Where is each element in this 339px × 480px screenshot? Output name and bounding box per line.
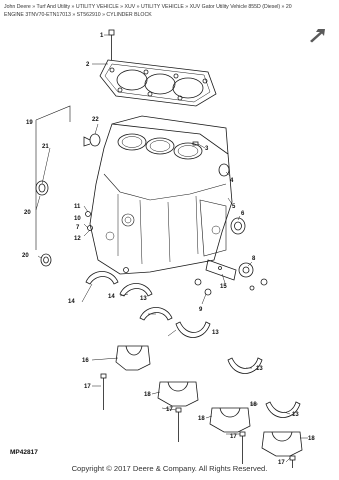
- breadcrumb-item[interactable]: UTILITY VEHICLE: [140, 4, 184, 10]
- main-bearing-lower: [175, 321, 301, 418]
- breadcrumb-separator: »: [118, 4, 125, 10]
- main-bearing-upper: [85, 271, 173, 321]
- next-arrow-icon[interactable]: [306, 26, 328, 44]
- bracket: [205, 259, 237, 281]
- breadcrumb-separator: »: [70, 11, 77, 18]
- seal-20: [40, 253, 52, 267]
- callout-13-b: 13: [212, 330, 219, 336]
- callout-15: 15: [220, 284, 227, 290]
- callout-17-a: 17: [84, 384, 91, 390]
- group-bracket-19: [35, 105, 71, 250]
- callout-10: 10: [74, 216, 81, 222]
- callout-17-d: 17: [278, 460, 285, 466]
- head-bolt: [108, 29, 115, 60]
- plug-22: [83, 133, 101, 147]
- front-seal: [230, 217, 246, 235]
- head-gasket: [99, 59, 217, 107]
- callout-19: 19: [26, 120, 33, 126]
- fittings: [85, 211, 268, 296]
- callout-9: 9: [199, 307, 203, 313]
- callout-17-c: 17: [230, 434, 237, 440]
- callout-18-b: 18: [198, 416, 205, 422]
- callout-17-b: 17: [166, 407, 173, 413]
- callout-2: 2: [86, 62, 90, 68]
- callout-13-a: 13: [140, 296, 147, 302]
- copyright-footer: Copyright © 2017 Deere & Company. All Ri…: [71, 464, 268, 473]
- leader-lines: [35, 34, 308, 463]
- callout-5: 5: [232, 204, 236, 210]
- callout-3: 3: [205, 146, 209, 152]
- callout-13-c: 13: [256, 366, 263, 372]
- breadcrumb-item[interactable]: Turf And Utility: [36, 4, 71, 10]
- breadcrumb-item[interactable]: John Deere: [4, 4, 31, 10]
- exploded-parts-diagram: 1 2 3 4 5 6 7 8 9 10 11 12 13 13 13 13 1…: [10, 29, 315, 468]
- callout-labels: 1 2 3 4 5 6 7 8 9 10 11 12 13 13 13 13 1…: [10, 33, 315, 466]
- callout-16: 16: [82, 358, 89, 364]
- callout-14-a: 14: [68, 299, 75, 305]
- callout-4: 4: [230, 178, 234, 184]
- breadcrumb-item[interactable]: UTILITY VEHICLE: [75, 4, 119, 10]
- breadcrumb-item[interactable]: ST562910: [76, 11, 101, 18]
- callout-11: 11: [74, 204, 81, 210]
- figure-id: MP42817: [10, 449, 38, 456]
- breadcrumb-item[interactable]: 20 ENGINE 3TNV70-ETN17013: [4, 4, 292, 18]
- callout-13-d: 13: [292, 412, 299, 418]
- plug-4: [218, 163, 230, 177]
- callout-20-b: 20: [22, 253, 29, 259]
- breadcrumb: John Deere » Turf And Utility » UTILITY …: [4, 4, 304, 19]
- breadcrumb-separator: »: [183, 4, 190, 10]
- breadcrumb-item[interactable]: XUV Gator Utility Vehicle 855D (Diesel): [189, 4, 281, 10]
- dowel-pin: [192, 141, 199, 146]
- breadcrumb-separator: »: [280, 4, 286, 10]
- callout-1: 1: [100, 33, 104, 39]
- callout-22: 22: [92, 117, 99, 123]
- callout-14-b: 14: [108, 294, 115, 300]
- drain-plug: [238, 262, 254, 278]
- breadcrumb-separator: »: [30, 4, 37, 10]
- breadcrumb-item[interactable]: XUV: [124, 4, 136, 10]
- breadcrumb-item: CYLINDER BLOCK: [106, 11, 152, 18]
- callout-7: 7: [76, 225, 80, 231]
- cylinder-block: [89, 115, 233, 275]
- callout-18-d: 18: [308, 436, 315, 442]
- breadcrumb-separator: »: [135, 4, 141, 10]
- callout-18-a: 18: [144, 392, 151, 398]
- breadcrumb-separator: »: [70, 4, 76, 10]
- callout-20-a: 20: [24, 210, 31, 216]
- callout-21: 21: [42, 144, 49, 150]
- bearing-cap: [115, 345, 303, 457]
- callout-18-c: 18: [250, 402, 257, 408]
- callout-12: 12: [74, 236, 81, 242]
- callout-6: 6: [241, 211, 245, 217]
- breadcrumb-separator: »: [100, 11, 107, 18]
- callout-8: 8: [252, 256, 256, 262]
